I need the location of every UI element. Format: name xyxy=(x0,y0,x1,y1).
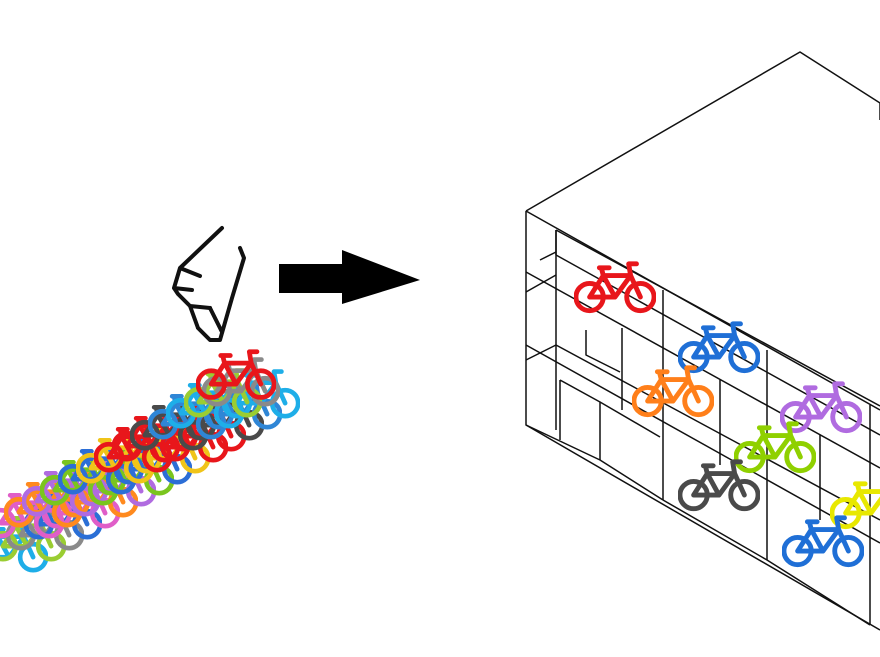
right-arrow-icon xyxy=(279,250,420,304)
bike-pile xyxy=(0,352,298,570)
pointing-hand-icon xyxy=(172,226,246,342)
